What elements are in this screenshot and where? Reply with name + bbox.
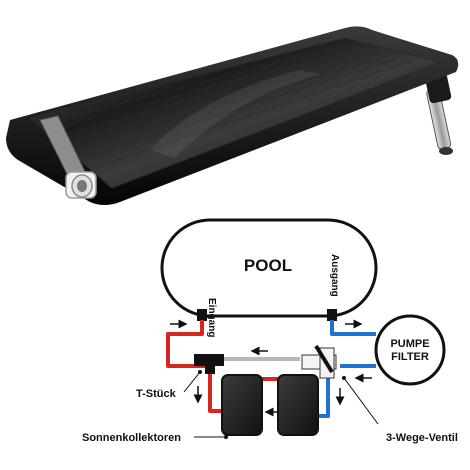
pool-outline (160, 218, 378, 318)
panel-glass (28, 37, 442, 189)
pool-label: POOL (244, 256, 292, 275)
collector-panel-2 (277, 374, 319, 436)
flow-arrows (170, 319, 372, 417)
three-way-valve-icon (301, 344, 337, 379)
collector-panel-1 (221, 374, 263, 436)
valve-leader (343, 377, 379, 425)
outlet-label: Ausgang (329, 254, 340, 297)
pool-to-pump-pipe (330, 320, 376, 336)
panel-reflection (150, 70, 320, 158)
filter-label: FILTER (391, 351, 429, 363)
pump-filter-circle (374, 314, 446, 386)
valve-label: 3-Wege-Ventil (386, 432, 458, 444)
tee-leader (183, 371, 201, 393)
pump-label: PUMPE (390, 338, 429, 350)
tee-label: T-Stück (136, 388, 177, 400)
inlet-label: Eingang (206, 298, 217, 337)
hose-connector (65, 171, 97, 199)
inlet-fitting (197, 309, 207, 321)
flow-diagram: POOL Eingang Ausgang PUMPE FILTER (82, 218, 458, 444)
valve-to-collector-pipe (318, 378, 330, 418)
solar-panel-photo (6, 26, 459, 206)
collectors-label: Sonnenkollektoren (82, 432, 181, 444)
hot-return-pipe (166, 320, 222, 413)
absorber-tubes (39, 43, 415, 167)
outlet-fitting (327, 309, 337, 321)
